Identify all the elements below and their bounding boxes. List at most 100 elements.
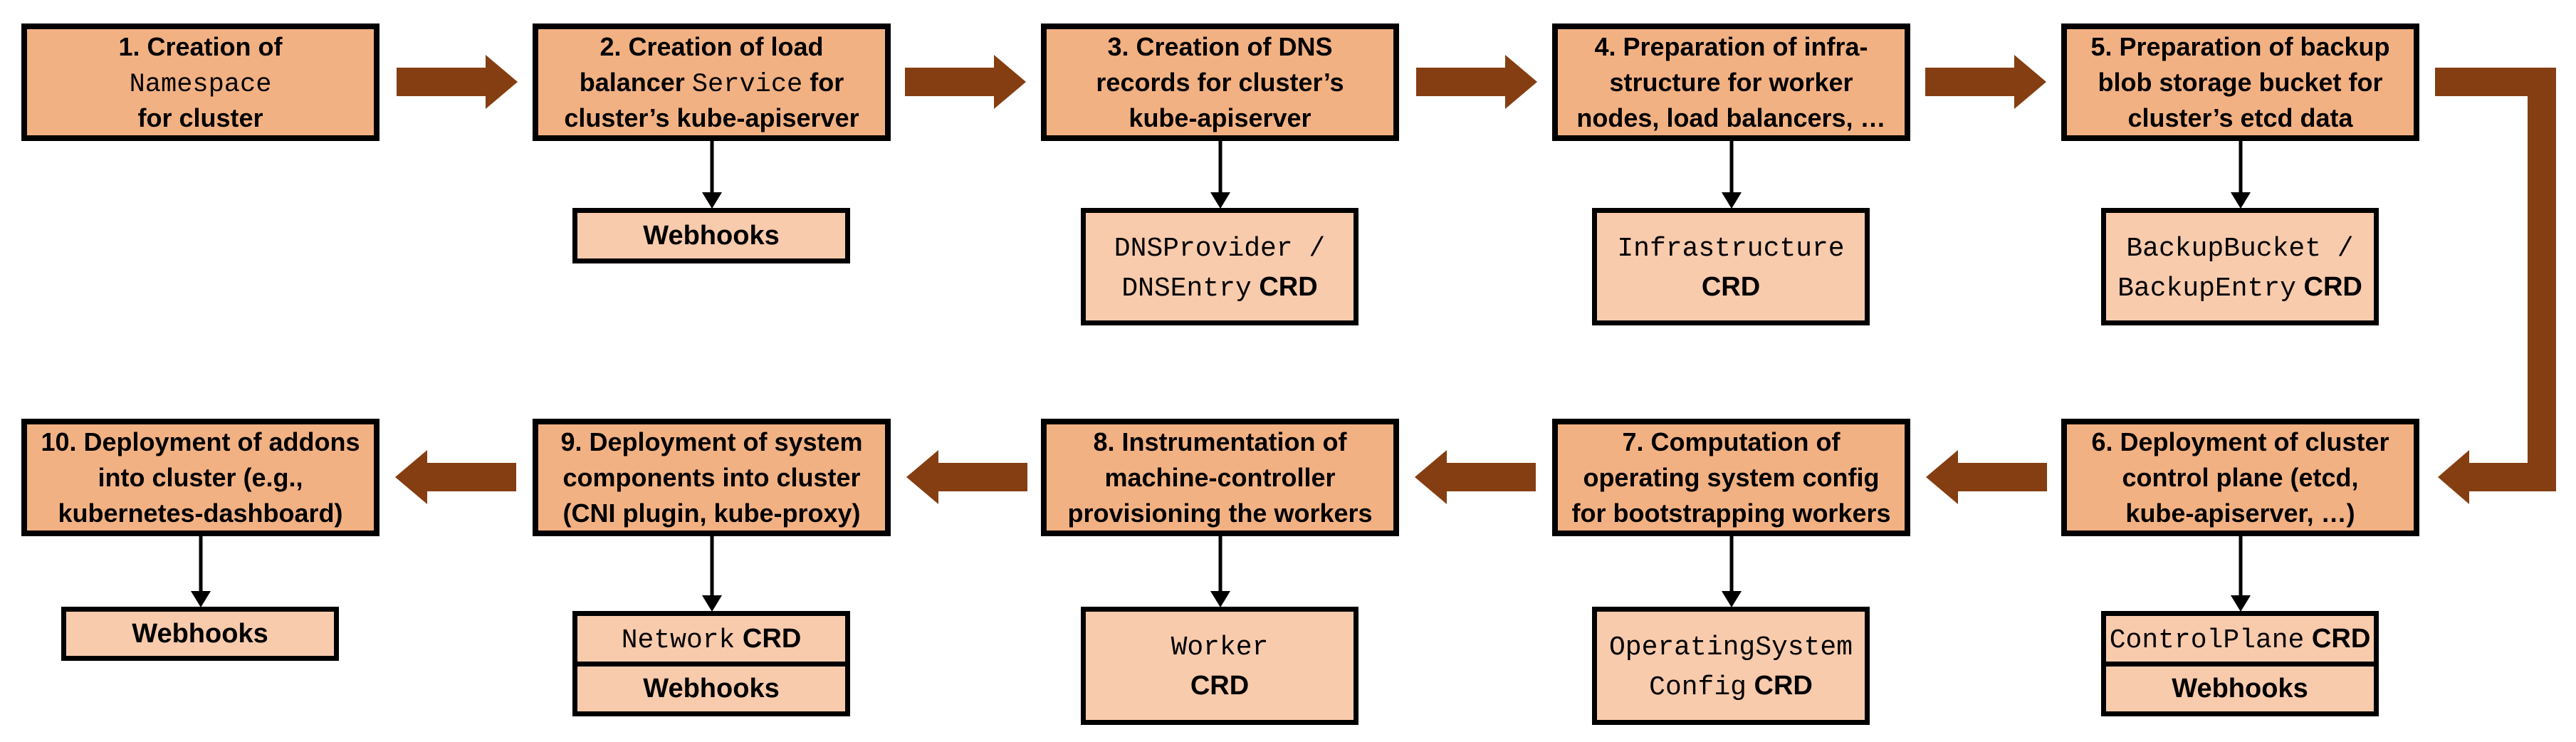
- crd-box-step-3: DNSProvider /DNSEntry CRD: [1086, 213, 1354, 320]
- text-line: cluster’s kube-apiserver: [564, 100, 859, 136]
- text-segment: provisioning the workers: [1067, 498, 1373, 528]
- text-line: 1. Creation of: [118, 29, 282, 65]
- artifact-box-step-6: ControlPlane CRD Webhooks: [2101, 611, 2379, 716]
- text-segment: machine-controller: [1104, 462, 1336, 492]
- flow-arrow-7-8: [1415, 450, 1536, 504]
- text-segment: CRD: [2304, 623, 2371, 654]
- artifact-connector-step-4: [1722, 141, 1742, 209]
- flow-arrow-6-7: [1926, 450, 2047, 504]
- text-segment: for: [802, 67, 844, 97]
- flow-arrow-2-3: [905, 55, 1026, 109]
- text-line: DNSProvider /: [1114, 227, 1325, 267]
- text-line: kube-apiserver, …): [2125, 496, 2355, 531]
- text-line: Webhooks: [643, 216, 779, 256]
- text-line: operating system config: [1583, 460, 1879, 496]
- step-box-4: 4. Preparation of infra-structure for wo…: [1552, 23, 1910, 141]
- text-segment: 1. Creation of: [118, 31, 283, 61]
- artifact-connector-step-7: [1722, 536, 1742, 607]
- artifact-box-step-5: BackupBucket /BackupEntry CRD: [2101, 208, 2379, 325]
- flow-arrow-4-5: [1925, 55, 2046, 109]
- text-line: into cluster (e.g.,: [98, 460, 303, 496]
- text-line: blob storage bucket for: [2098, 65, 2382, 100]
- code-text-segment: Infrastructure: [1617, 233, 1845, 264]
- text-line: for cluster: [137, 100, 263, 136]
- text-segment: structure for worker: [1609, 67, 1853, 97]
- text-segment: Webhooks: [132, 619, 268, 649]
- text-segment: CRD: [1190, 671, 1250, 701]
- flow-arrow-3-4: [1416, 55, 1537, 109]
- text-segment: records for cluster’s: [1096, 67, 1344, 97]
- crd-box-step-6: ControlPlane CRD: [2106, 616, 2374, 662]
- code-text-segment: DNSProvider /: [1114, 233, 1326, 264]
- text-segment: 9. Deployment of system: [560, 427, 863, 456]
- text-segment: Webhooks: [643, 221, 780, 251]
- artifact-connector-step-5: [2231, 141, 2251, 209]
- artifact-box-step-3: DNSProvider /DNSEntry CRD: [1081, 208, 1358, 325]
- text-line: CRD: [1702, 267, 1760, 307]
- webhooks-box-step-6: Webhooks: [2106, 661, 2374, 712]
- text-segment: blob storage bucket for: [2098, 67, 2383, 97]
- text-segment: cluster’s etcd data: [2127, 103, 2353, 132]
- text-line: components into cluster: [562, 460, 860, 496]
- step-box-9: 9. Deployment of system components into c…: [533, 419, 891, 536]
- text-segment: operating system config: [1583, 462, 1880, 492]
- webhooks-box-step-9: Webhooks: [577, 661, 845, 712]
- flow-arrow-1-2: [397, 55, 518, 109]
- code-text-segment: Service: [691, 69, 803, 100]
- text-segment: 8. Instrumentation of: [1093, 427, 1347, 456]
- text-line: 5. Preparation of backup: [2090, 29, 2389, 65]
- text-line: balancer Service for: [580, 65, 844, 100]
- artifact-connector-step-3: [1210, 141, 1230, 209]
- artifact-box-step-9: Network CRD Webhooks: [572, 611, 850, 716]
- step-box-1: 1. Creation of Namespace for cluster: [21, 23, 379, 141]
- text-line: records for cluster’s: [1096, 65, 1344, 100]
- text-segment: for bootstrapping workers: [1571, 498, 1891, 528]
- text-segment: CRD: [1251, 271, 1318, 302]
- step-box-8: 8. Instrumentation of machine-controller p…: [1041, 419, 1399, 536]
- text-line: kube-apiserver: [1129, 100, 1311, 136]
- text-segment: Webhooks: [2172, 674, 2308, 704]
- artifact-connector-step-9: [702, 536, 722, 612]
- text-line: BackupEntry CRD: [2117, 267, 2362, 307]
- text-line: 7. Computation of: [1623, 424, 1841, 460]
- text-line: 10. Deployment of addons: [41, 424, 360, 460]
- text-line: DNSEntry CRD: [1121, 267, 1317, 307]
- text-segment: kubernetes-dashboard): [58, 498, 343, 528]
- text-line: provisioning the workers: [1067, 496, 1372, 531]
- code-text-segment: Namespace: [129, 69, 272, 100]
- text-line: control plane (etcd,: [2122, 460, 2358, 496]
- code-text-segment: ControlPlane: [2109, 625, 2305, 656]
- code-text-segment: OperatingSystem: [1608, 632, 1853, 663]
- artifact-box-step-2: Webhooks: [572, 208, 850, 263]
- text-line: Namespace: [130, 65, 272, 100]
- text-segment: for cluster: [137, 103, 263, 132]
- code-text-segment: BackupBucket /: [2126, 233, 2354, 264]
- code-text-segment: DNSEntry: [1121, 273, 1252, 304]
- code-text-segment: BackupEntry: [2117, 273, 2296, 304]
- crd-box-step-9: Network CRD: [577, 616, 845, 662]
- text-segment: cluster’s kube-apiserver: [564, 103, 859, 132]
- flow-arrow-8-9: [906, 450, 1027, 504]
- artifact-connector-step-8: [1210, 536, 1230, 607]
- text-segment: 3. Creation of DNS: [1107, 31, 1333, 61]
- text-segment: nodes, load balancers, …: [1576, 103, 1886, 132]
- text-line: structure for worker: [1609, 65, 1853, 100]
- text-segment: Webhooks: [643, 674, 780, 704]
- text-segment: 2. Creation of load: [600, 31, 824, 61]
- text-line: 9. Deployment of system: [560, 424, 862, 460]
- text-line: Webhooks: [2172, 669, 2308, 709]
- text-line: machine-controller: [1104, 460, 1335, 496]
- text-line: Config CRD: [1649, 666, 1813, 706]
- text-line: nodes, load balancers, …: [1576, 100, 1885, 136]
